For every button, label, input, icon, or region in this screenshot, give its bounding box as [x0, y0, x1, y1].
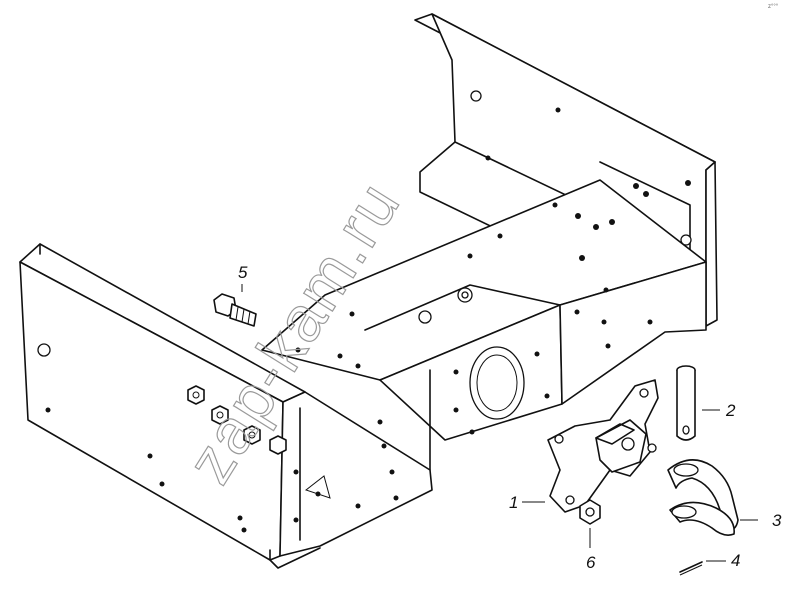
- rear-frame-rail: [414, 13, 718, 327]
- hitch-opening: [469, 346, 525, 420]
- part-4-cotter-pin: [679, 561, 703, 576]
- callout-3: 3: [772, 511, 782, 530]
- part-5-bolt: [213, 293, 257, 327]
- part-3-shackle: [667, 459, 739, 536]
- callout-leaders: [241, 284, 758, 562]
- callout-4: 4: [731, 551, 740, 570]
- front-frame-rail: [19, 243, 433, 569]
- callout-1: 1: [509, 493, 518, 512]
- corner-code: z°°°: [768, 4, 779, 10]
- part-6-nut: [579, 499, 601, 525]
- part-2-pin: [676, 365, 696, 441]
- part-1-hitch-housing: [547, 379, 659, 513]
- mounted-bolt-heads: [187, 385, 287, 455]
- callout-5: 5: [238, 263, 248, 282]
- cross-member: [261, 179, 707, 471]
- callout-6: 6: [586, 553, 596, 572]
- rail-hole: [470, 90, 482, 102]
- callout-2: 2: [725, 401, 736, 420]
